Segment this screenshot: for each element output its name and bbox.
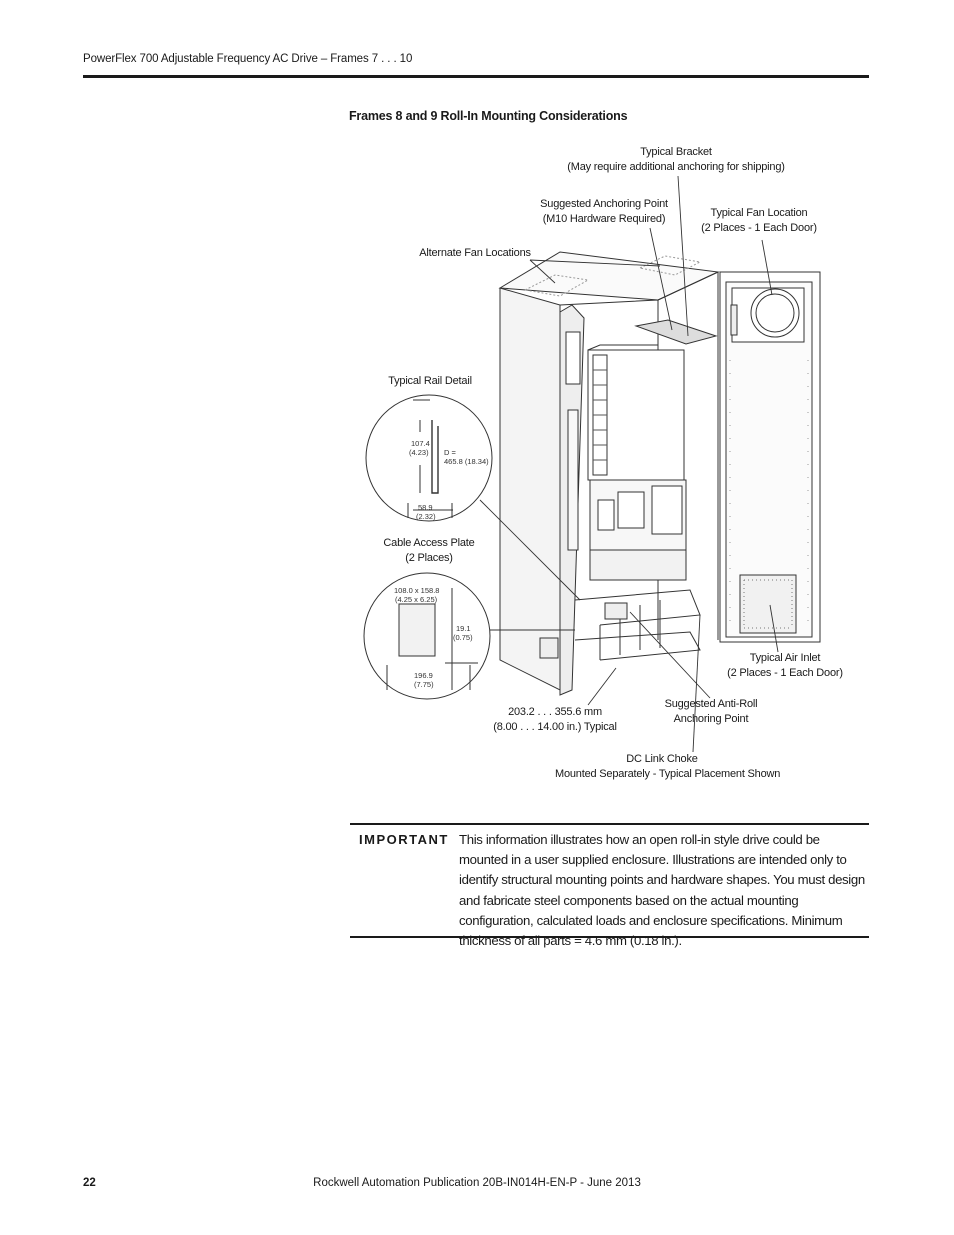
label-rail-detail: Typical Rail Detail	[388, 375, 472, 387]
air-inlet-line1: Typical Air Inlet	[749, 652, 821, 664]
dc-choke-line1: DC Link Choke	[626, 753, 698, 765]
fan-circle	[750, 288, 800, 338]
anchoring-point-line2: (M10 Hardware Required)	[542, 213, 666, 225]
plate-size-l2: (4.25 x 6.25)	[395, 595, 438, 604]
fan-location-line1: Typical Fan Location	[710, 207, 808, 219]
anti-roll-line1: Suggested Anti-Roll	[664, 698, 758, 710]
label-spacing: 203.2 . . . 355.6 mm (8.00 . . . 14.00 i…	[490, 705, 620, 735]
header-rule	[83, 75, 869, 78]
rail-height-mm: 107.4	[411, 439, 430, 448]
running-header: PowerFlex 700 Adjustable Frequency AC Dr…	[83, 53, 413, 65]
footer-publication: Rockwell Automation Publication 20B-IN01…	[313, 1177, 641, 1189]
anchoring-point-line1: Suggested Anchoring Point	[540, 198, 668, 210]
typical-bracket	[634, 319, 718, 345]
rail-depth-l1: D =	[444, 448, 457, 457]
air-inlet-line2: (2 Places - 1 Each Door)	[727, 667, 843, 679]
plate-offset-in: (0.75)	[453, 633, 473, 642]
page-number: 22	[83, 1177, 96, 1189]
spacing-line1: 203.2 . . . 355.6 mm	[508, 706, 602, 718]
important-bottom-rule	[350, 936, 869, 938]
important-top-rule	[350, 823, 869, 825]
figure-title: Frames 8 and 9 Roll-In Mounting Consider…	[349, 109, 628, 123]
label-typical-bracket: Typical Bracket (May require additional …	[560, 145, 792, 175]
rail-depth-l2: 465.8 (18.34)	[444, 457, 489, 466]
label-alternate-fan: Alternate Fan Locations	[419, 247, 531, 259]
plate-spacing-in: (7.75)	[414, 680, 434, 689]
rail-height-in: (4.23)	[409, 448, 429, 457]
plate-spacing-mm: 196.9	[414, 671, 433, 680]
typical-bracket-line1: Typical Bracket	[640, 146, 712, 158]
rail-detail-callout	[365, 394, 493, 522]
spacing-line2: (8.00 . . . 14.00 in.) Typical	[493, 721, 617, 733]
cable-plate-callout	[363, 572, 491, 700]
label-cable-plate: Cable Access Plate (2 Places)	[376, 536, 482, 566]
rail-width-mm: 58.9	[418, 503, 433, 512]
plate-size-l1: 108.0 x 158.8	[394, 586, 439, 595]
cable-plate-line2: (2 Places)	[405, 552, 453, 564]
label-dc-choke: DC Link Choke Mounted Separately - Typic…	[555, 752, 781, 782]
important-label: IMPORTANT	[359, 832, 449, 847]
dc-choke-line2: Mounted Separately - Typical Placement S…	[555, 768, 781, 780]
label-air-inlet: Typical Air Inlet (2 Places - 1 Each Doo…	[724, 651, 846, 681]
label-anti-roll: Suggested Anti-Roll Anchoring Point	[656, 697, 766, 727]
label-anchoring-point: Suggested Anchoring Point (M10 Hardware …	[534, 197, 674, 227]
label-fan-location: Typical Fan Location (2 Places - 1 Each …	[694, 206, 824, 236]
fan-location-line2: (2 Places - 1 Each Door)	[701, 222, 817, 234]
plate-offset-mm: 19.1	[456, 624, 471, 633]
rail-width-in: (2.32)	[416, 512, 436, 521]
anti-roll-line2: Anchoring Point	[673, 713, 749, 725]
important-text: This information illustrates how an open…	[459, 832, 865, 949]
air-inlet-grille	[739, 574, 797, 634]
cable-plate-line1: Cable Access Plate	[383, 537, 475, 549]
typical-bracket-line2: (May require additional anchoring for sh…	[567, 161, 785, 173]
